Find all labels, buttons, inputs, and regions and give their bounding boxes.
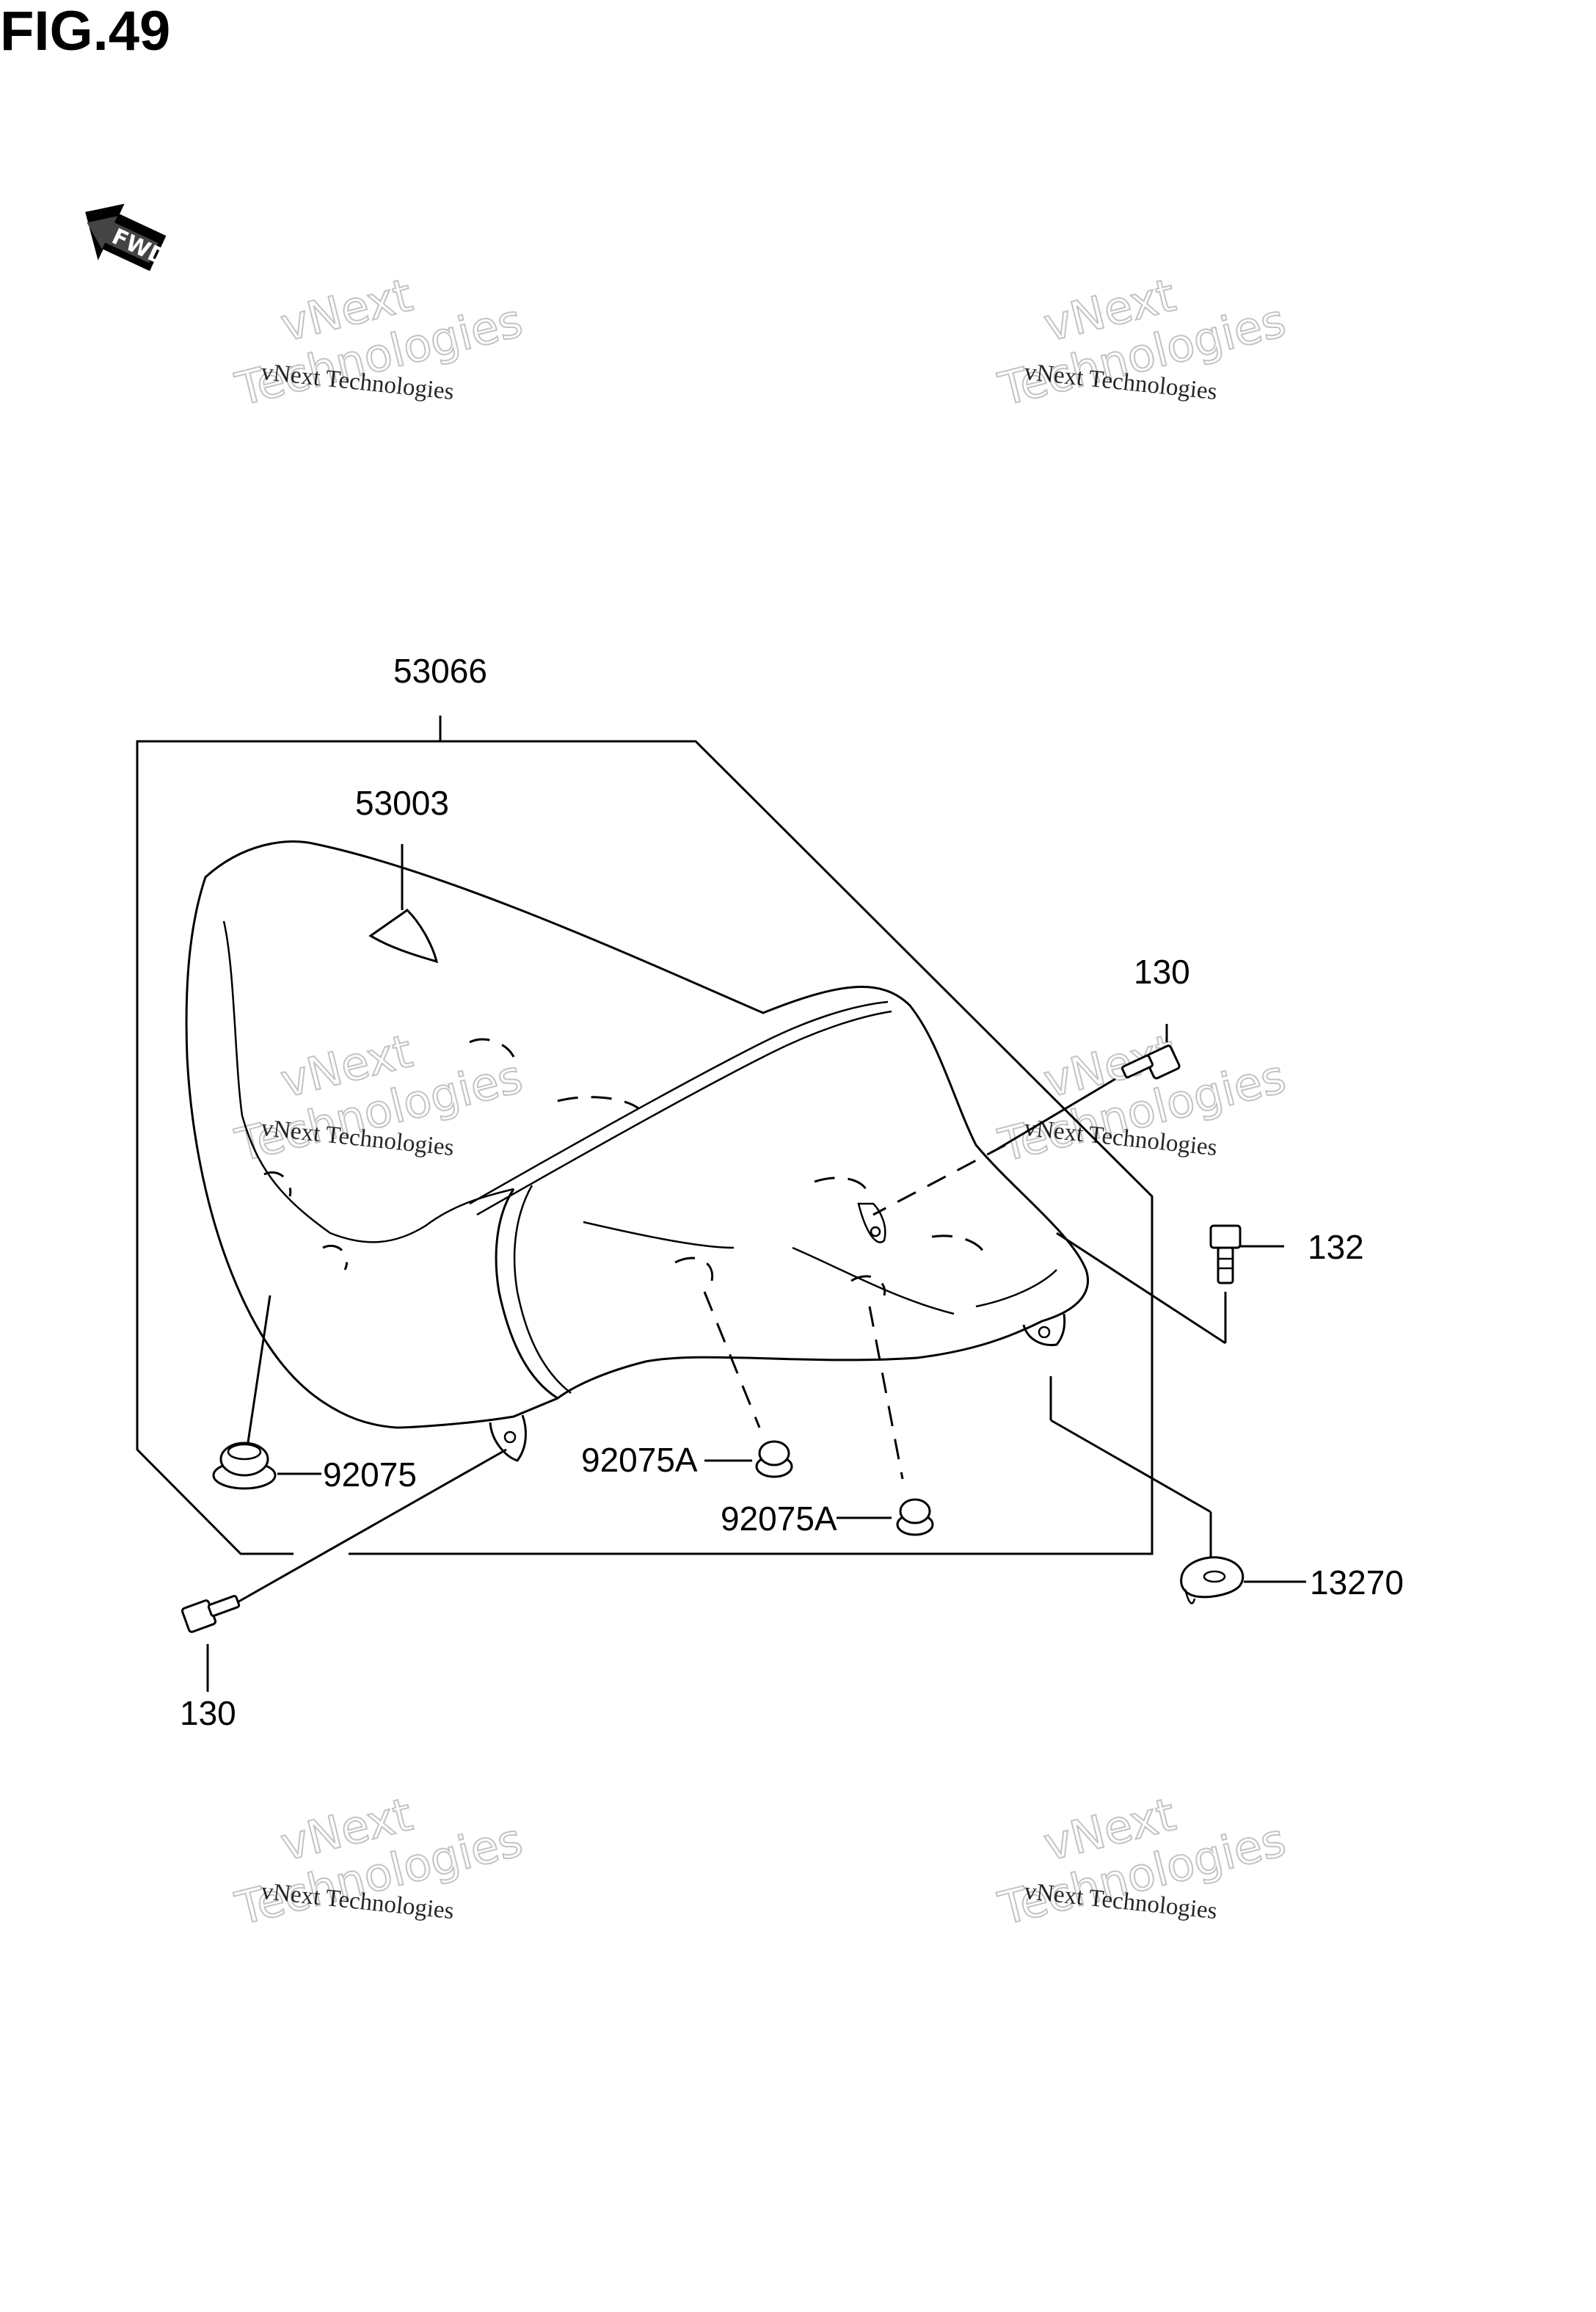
bolt-130-bottom-icon bbox=[181, 1594, 241, 1633]
fwd-arrow-icon: FWD bbox=[85, 203, 171, 272]
watermark: vNext Technologies vNext Technologies bbox=[993, 1786, 1291, 1936]
watermark: vNext Technologies vNext Technologies bbox=[230, 267, 528, 417]
label-92075a-1: 92075A bbox=[581, 1441, 698, 1479]
label-130-top: 130 bbox=[1134, 953, 1190, 991]
label-53003: 53003 bbox=[355, 784, 449, 822]
clip-13270-icon bbox=[1180, 1556, 1245, 1604]
bolt-132-icon bbox=[1209, 1224, 1242, 1284]
bolt-130-top-icon bbox=[1121, 1044, 1181, 1080]
watermark: vNext Technologies vNext Technologies bbox=[993, 267, 1291, 417]
grommet-92075a-2-icon bbox=[896, 1498, 934, 1536]
label-53066: 53066 bbox=[393, 652, 487, 690]
label-92075a-2: 92075A bbox=[721, 1499, 837, 1538]
leader-lines bbox=[206, 844, 1306, 1692]
grommet-92075-icon bbox=[212, 1442, 277, 1490]
watermark: vNext Technologies vNext Technologies bbox=[230, 1023, 528, 1173]
label-132: 132 bbox=[1308, 1228, 1364, 1266]
label-130-bottom: 130 bbox=[180, 1694, 236, 1732]
watermark: vNext Technologies vNext Technologies bbox=[993, 1023, 1291, 1173]
figure-title: FIG.49 bbox=[0, 0, 170, 62]
seat-illustration bbox=[185, 840, 1089, 1462]
grommet-92075a-1-icon bbox=[755, 1440, 793, 1478]
assembly-bracket-outline bbox=[136, 716, 1154, 1555]
label-92075: 92075 bbox=[323, 1455, 417, 1494]
watermark: vNext Technologies vNext Technologies bbox=[230, 1786, 528, 1936]
label-13270: 13270 bbox=[1310, 1563, 1404, 1602]
